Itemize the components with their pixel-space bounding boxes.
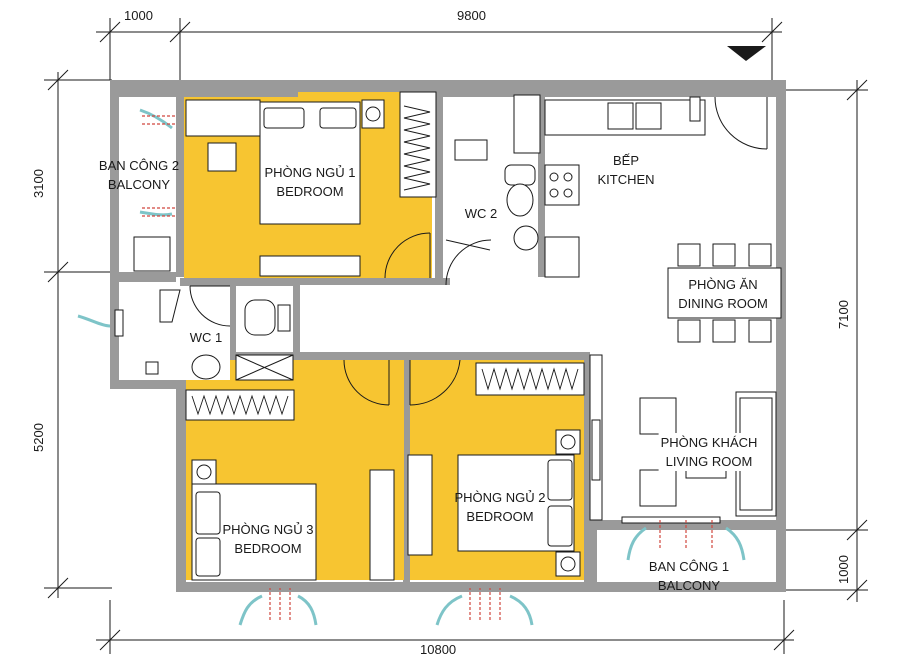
dim-left-lower: 5200 (30, 423, 46, 452)
label-living-vi: PHÒNG KHÁCH (660, 435, 758, 450)
wardrobe-3-hatch (191, 394, 289, 416)
label-dining: PHÒNG ĂN DINING ROOM (676, 275, 770, 313)
label-wc-2: WC 2 (465, 204, 498, 223)
bedroom-2-furniture (407, 359, 585, 577)
label-bedroom-2-vi: PHÒNG NGỦ 2 (454, 490, 546, 505)
label-bedroom-1-en: BEDROOM (276, 184, 344, 199)
label-dining-en: DINING ROOM (678, 296, 768, 311)
north-arrow-icon (727, 46, 766, 61)
label-dining-vi: PHÒNG ĂN (688, 277, 758, 292)
label-bedroom-3-en: BEDROOM (234, 541, 302, 556)
wc2-fixtures (445, 94, 541, 286)
label-balcony-2: BAN CÔNG 2 BALCONY (99, 156, 179, 194)
label-balcony-1-en: BALCONY (657, 578, 721, 593)
label-bedroom-2-en: BEDROOM (466, 509, 534, 524)
label-bedroom-1: PHÒNG NGỦ 1 BEDROOM (264, 163, 355, 201)
label-balcony-1-vi: BAN CÔNG 1 (648, 559, 730, 574)
label-bedroom-2: PHÒNG NGỦ 2 BEDROOM (454, 488, 545, 526)
dim-top-left: 1000 (124, 8, 153, 23)
label-kitchen-en: KITCHEN (597, 172, 655, 187)
balcony-1-door (621, 516, 721, 524)
wc1-fixtures (114, 285, 294, 381)
label-wc-1: WC 1 (190, 328, 223, 347)
airflow-red-arrows (142, 115, 713, 620)
label-bedroom-3: PHÒNG NGỦ 3 BEDROOM (222, 520, 313, 558)
airflow-blue-arrows (77, 108, 746, 626)
wardrobe-1-hatch (403, 105, 431, 191)
label-bedroom-3-vi: PHÒNG NGỦ 3 (222, 522, 314, 537)
wardrobe-2-hatch (481, 367, 579, 391)
dim-bottom: 10800 (420, 642, 457, 657)
balcony-2-planter (133, 236, 171, 272)
label-living-en: LIVING ROOM (665, 454, 753, 469)
dim-top-main: 9800 (457, 8, 486, 23)
kitchen-fixtures (544, 96, 776, 352)
balcony-1-floor (597, 530, 776, 582)
label-bedroom-1-vi: PHÒNG NGỦ 1 (264, 165, 356, 180)
dim-left-upper: 3100 (30, 169, 46, 198)
label-kitchen: BẾP KITCHEN (597, 151, 654, 189)
label-wc-1-text: WC 1 (189, 330, 223, 345)
dim-right-lower: 1000 (835, 555, 851, 584)
label-kitchen-vi: BẾP (612, 153, 639, 168)
label-balcony-2-en: BALCONY (107, 177, 171, 192)
label-living: PHÒNG KHÁCH LIVING ROOM (658, 433, 760, 471)
label-wc-2-text: WC 2 (464, 206, 498, 221)
label-balcony-2-vi: BAN CÔNG 2 (98, 158, 180, 173)
dim-right-main: 7100 (835, 300, 851, 329)
label-balcony-1: BAN CÔNG 1 BALCONY (649, 557, 729, 595)
dimension-lines (44, 18, 868, 654)
